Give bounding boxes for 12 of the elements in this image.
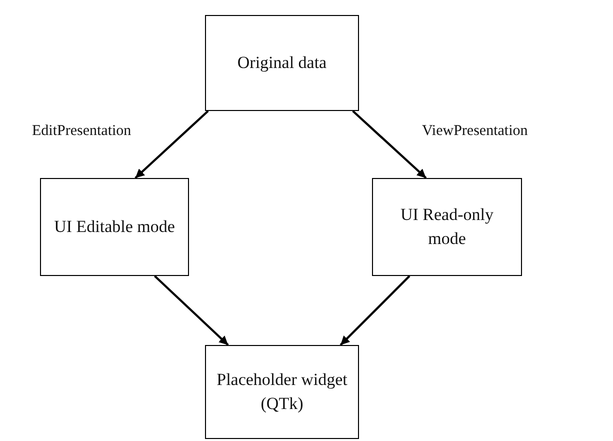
process-box [372, 178, 522, 276]
arrow [340, 275, 410, 346]
arrow [352, 110, 427, 179]
process-box [205, 15, 359, 111]
box-text: Original data [237, 52, 327, 74]
box-text: UI Editable mode [54, 216, 175, 238]
process-box [205, 345, 359, 439]
box-text: Placeholder widget (QTk) [216, 369, 348, 415]
box-text: UI Read-only mode [399, 204, 494, 250]
arrow [154, 275, 229, 346]
process-box [40, 178, 189, 276]
arrow [134, 110, 209, 179]
